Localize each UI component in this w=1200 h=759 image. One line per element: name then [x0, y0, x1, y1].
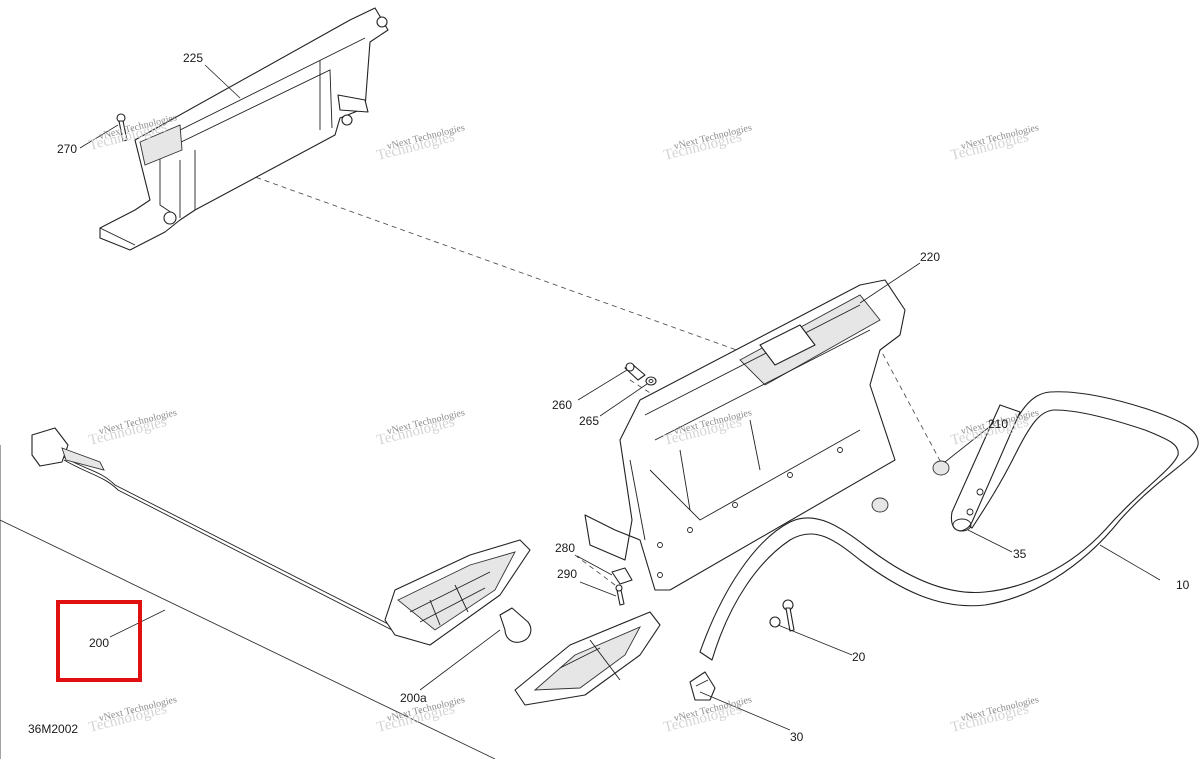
taillight-200[interactable] — [31, 427, 531, 646]
callout-260[interactable]: 260 — [552, 398, 572, 412]
callout-270[interactable]: 270 — [57, 142, 77, 156]
callout-labels: 225 270 220 260 265 210 35 10 280 290 20… — [28, 51, 1190, 744]
callout-10[interactable]: 10 — [1176, 578, 1190, 592]
callout-30[interactable]: 30 — [790, 730, 804, 744]
screw-270[interactable] — [116, 113, 128, 142]
callout-35[interactable]: 35 — [1013, 547, 1027, 561]
callout-200[interactable]: 200 — [89, 636, 109, 650]
housing-220[interactable] — [584, 279, 906, 591]
screws-20[interactable] — [769, 599, 795, 632]
frame-lines — [0, 445, 496, 759]
clip-30[interactable] — [689, 671, 716, 701]
callout-265[interactable]: 265 — [579, 414, 599, 428]
screw-290[interactable] — [615, 584, 625, 606]
callout-225[interactable]: 225 — [183, 51, 203, 65]
callout-20[interactable]: 20 — [852, 650, 866, 664]
callout-200a[interactable]: 200a — [400, 691, 427, 705]
callout-210[interactable]: 210 — [988, 417, 1008, 431]
highlight-box-200 — [56, 600, 142, 682]
callout-290[interactable]: 290 — [557, 567, 577, 581]
bracket-225[interactable] — [99, 7, 389, 251]
washer-265[interactable] — [645, 376, 657, 386]
end-cap-35[interactable] — [952, 518, 972, 532]
bolt-260[interactable] — [624, 362, 646, 381]
grommet-210[interactable] — [871, 460, 950, 513]
leader-lines — [79, 64, 1161, 731]
figure-code: 36M2002 — [28, 722, 78, 736]
clip-nut-280[interactable] — [611, 567, 633, 585]
lens[interactable] — [514, 611, 661, 706]
bulb-200a[interactable] — [499, 607, 532, 643]
callout-280[interactable]: 280 — [555, 541, 575, 555]
callout-220[interactable]: 220 — [920, 250, 940, 264]
tube-10[interactable] — [699, 391, 1199, 661]
watermarks: Technologies vNext Technologies Technolo… — [87, 112, 1040, 736]
